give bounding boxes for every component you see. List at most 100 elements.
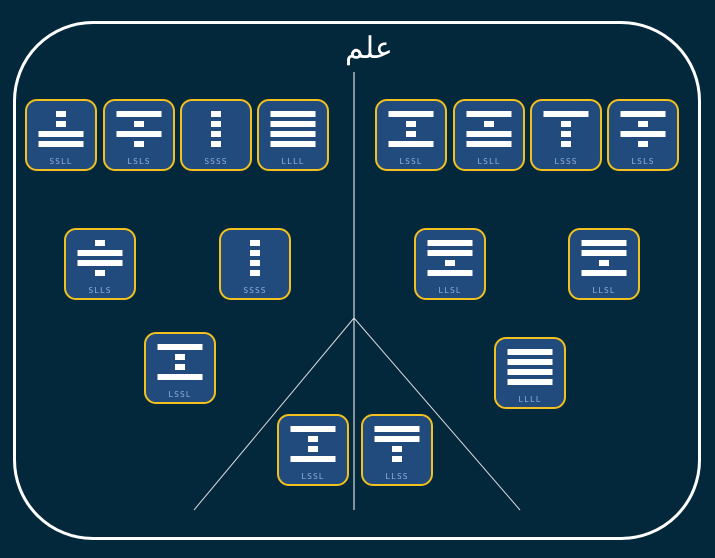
tile-pattern-code: LLSS [385, 472, 409, 481]
short-bar [308, 446, 318, 452]
long-bar [38, 141, 84, 147]
figure-tile[interactable]: LSLL [453, 99, 525, 171]
short-bar [56, 121, 66, 127]
short-bar [250, 260, 260, 266]
long-bar [388, 111, 434, 117]
long-bar [290, 456, 336, 462]
figure-tile[interactable]: SSLL [25, 99, 97, 171]
long-bar [466, 141, 512, 147]
tile-pattern-code: LLLL [281, 157, 305, 166]
short-bar [599, 260, 609, 266]
short-bar [561, 131, 571, 137]
tile-pattern-code: SSSS [243, 286, 267, 295]
long-bar [507, 369, 553, 375]
short-bar [134, 121, 144, 127]
short-bar [211, 131, 221, 137]
short-bar [638, 141, 648, 147]
tile-pattern-code: LLSL [438, 286, 462, 295]
short-bar [406, 121, 416, 127]
figure-tile[interactable]: LSLS [103, 99, 175, 171]
short-bar [134, 141, 144, 147]
short-bar [406, 131, 416, 137]
long-bar [116, 111, 162, 117]
long-bar [466, 111, 512, 117]
long-bar [620, 131, 666, 137]
long-bar [466, 131, 512, 137]
tile-pattern-code: LSSL [301, 472, 325, 481]
short-bar [484, 121, 494, 127]
long-bar [374, 426, 420, 432]
long-bar [77, 260, 123, 266]
short-bar [561, 121, 571, 127]
long-bar [270, 111, 316, 117]
short-bar [211, 121, 221, 127]
short-bar [211, 111, 221, 117]
long-bar [77, 250, 123, 256]
long-bar [581, 240, 627, 246]
figure-tile[interactable]: SLLS [64, 228, 136, 300]
calligraphy-title: علم [345, 31, 393, 66]
short-bar [250, 270, 260, 276]
short-bar [95, 240, 105, 246]
long-bar [38, 131, 84, 137]
tile-pattern-code: SLLS [88, 286, 112, 295]
right-branch-line [353, 317, 521, 511]
long-bar [507, 379, 553, 385]
long-bar [427, 240, 473, 246]
figure-tile[interactable]: LLLL [494, 337, 566, 409]
short-bar [250, 250, 260, 256]
tile-pattern-code: SSLL [49, 157, 73, 166]
long-bar [388, 141, 434, 147]
long-bar [270, 121, 316, 127]
tile-pattern-code: LLLL [518, 395, 542, 404]
figure-tile[interactable]: LLLL [257, 99, 329, 171]
figure-tile[interactable]: LLSL [414, 228, 486, 300]
long-bar [270, 131, 316, 137]
short-bar [211, 141, 221, 147]
tile-pattern-code: LSLS [631, 157, 655, 166]
tile-pattern-code: LSSS [554, 157, 578, 166]
figure-tile[interactable]: LSSL [277, 414, 349, 486]
tile-pattern-code: SSSS [204, 157, 228, 166]
figure-tile[interactable]: LSSL [144, 332, 216, 404]
short-bar [445, 260, 455, 266]
figure-tile[interactable]: LSSL [375, 99, 447, 171]
long-bar [620, 111, 666, 117]
figure-tile[interactable]: LLSL [568, 228, 640, 300]
long-bar [507, 359, 553, 365]
short-bar [308, 436, 318, 442]
short-bar [392, 456, 402, 462]
figure-tile[interactable]: LSLS [607, 99, 679, 171]
long-bar [507, 349, 553, 355]
short-bar [175, 354, 185, 360]
figure-tile[interactable]: LSSS [530, 99, 602, 171]
long-bar [290, 426, 336, 432]
short-bar [392, 446, 402, 452]
tile-pattern-code: LSLS [127, 157, 151, 166]
short-bar [638, 121, 648, 127]
figure-tile[interactable]: SSSS [219, 228, 291, 300]
short-bar [175, 364, 185, 370]
long-bar [270, 141, 316, 147]
long-bar [157, 344, 203, 350]
tile-pattern-code: LSLL [477, 157, 501, 166]
long-bar [427, 270, 473, 276]
long-bar [427, 250, 473, 256]
long-bar [116, 131, 162, 137]
tile-pattern-code: LLSL [592, 286, 616, 295]
short-bar [561, 141, 571, 147]
long-bar [543, 111, 589, 117]
tile-pattern-code: LSSL [399, 157, 423, 166]
left-branch-line [193, 317, 355, 511]
short-bar [250, 240, 260, 246]
long-bar [581, 270, 627, 276]
long-bar [157, 374, 203, 380]
tile-pattern-code: LSSL [168, 390, 192, 399]
long-bar [581, 250, 627, 256]
short-bar [95, 270, 105, 276]
figure-tile[interactable]: SSSS [180, 99, 252, 171]
outer-frame [13, 21, 701, 540]
figure-tile[interactable]: LLSS [361, 414, 433, 486]
long-bar [374, 436, 420, 442]
